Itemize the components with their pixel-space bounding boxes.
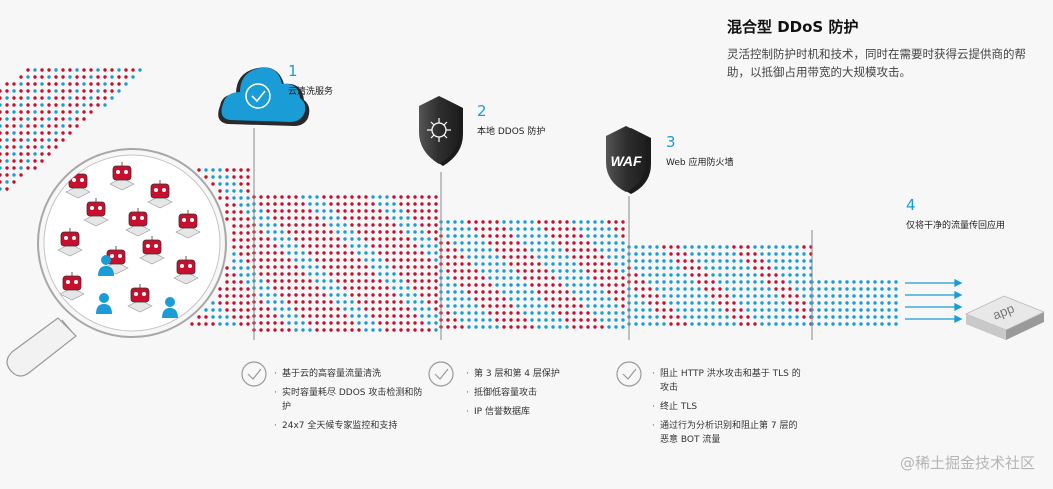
bot-icon (83, 198, 109, 227)
step-1-number: 1 (288, 62, 298, 80)
step-4-label: 仅将干净的流量传回应用 (906, 221, 1006, 231)
check-circle-icon (241, 361, 642, 387)
bot-icon (125, 208, 151, 237)
shield-virus-icon (419, 96, 463, 166)
list-item: 抵御低容量攻击 (465, 386, 595, 400)
arrow-right-icon (905, 278, 963, 324)
step-4-number: 4 (906, 196, 916, 214)
magnifier-icon (6, 148, 227, 377)
list-item: IP 信誉数据库 (465, 405, 595, 419)
app-box-icon: app (965, 295, 1045, 340)
waf-icon-text: WAF (610, 153, 642, 169)
bot-icon (147, 180, 173, 209)
traffic-dot-field (0, 68, 898, 332)
watermark: @稀土掘金技术社区 (899, 454, 1035, 472)
list-item: 实时容量耗尽 DDOS 攻击检测和防护 (273, 386, 423, 414)
bot-icon (139, 236, 165, 265)
step-3-number: 3 (666, 133, 676, 151)
step-1-bullets: 基于云的高容量流量清洗 实时容量耗尽 DDOS 攻击检测和防护 24x7 全天候… (273, 367, 423, 438)
list-item: 通过行为分析识别和阻止第 7 层的恶意 BOT 流量 (651, 419, 801, 447)
list-item: 24x7 全天候专家监控和支持 (273, 419, 423, 433)
waf-shield-icon: WAF (606, 126, 651, 194)
list-item: 阻止 HTTP 洪水攻击和基于 TLS 的攻击 (651, 367, 801, 395)
step-2-number: 2 (477, 102, 487, 120)
user-icon (162, 297, 178, 318)
list-item: 终止 TLS (651, 400, 801, 414)
bot-icon (57, 228, 83, 257)
user-icon (98, 255, 114, 276)
bot-icon (109, 162, 135, 191)
bot-icon (175, 210, 201, 239)
bot-icon (173, 256, 199, 285)
step-3-bullets: 阻止 HTTP 洪水攻击和基于 TLS 的攻击 终止 TLS 通过行为分析识别和… (651, 367, 801, 452)
cloud-check-icon (218, 67, 310, 126)
user-icon (96, 293, 112, 314)
step-3-label: Web 应用防火墙 (666, 158, 734, 168)
step-1-label: 云清洗服务 (288, 87, 334, 97)
step-2-label: 本地 DDOS 防护 (477, 127, 546, 137)
step-2-bullets: 第 3 层和第 4 层保护 抵御低容量攻击 IP 信誉数据库 (465, 367, 595, 424)
bot-icon (59, 272, 85, 301)
list-item: 第 3 层和第 4 层保护 (465, 367, 595, 381)
page-description: 灵活控制防护时机和技术，同时在需要时获得云提供商的帮助，以抵御占用带宽的大规模攻… (727, 47, 1026, 79)
connector-lines (253, 128, 813, 340)
list-item: 基于云的高容量流量清洗 (273, 367, 423, 381)
page-title: 混合型 DDoS 防护 (727, 18, 859, 36)
bot-icon (127, 284, 153, 313)
